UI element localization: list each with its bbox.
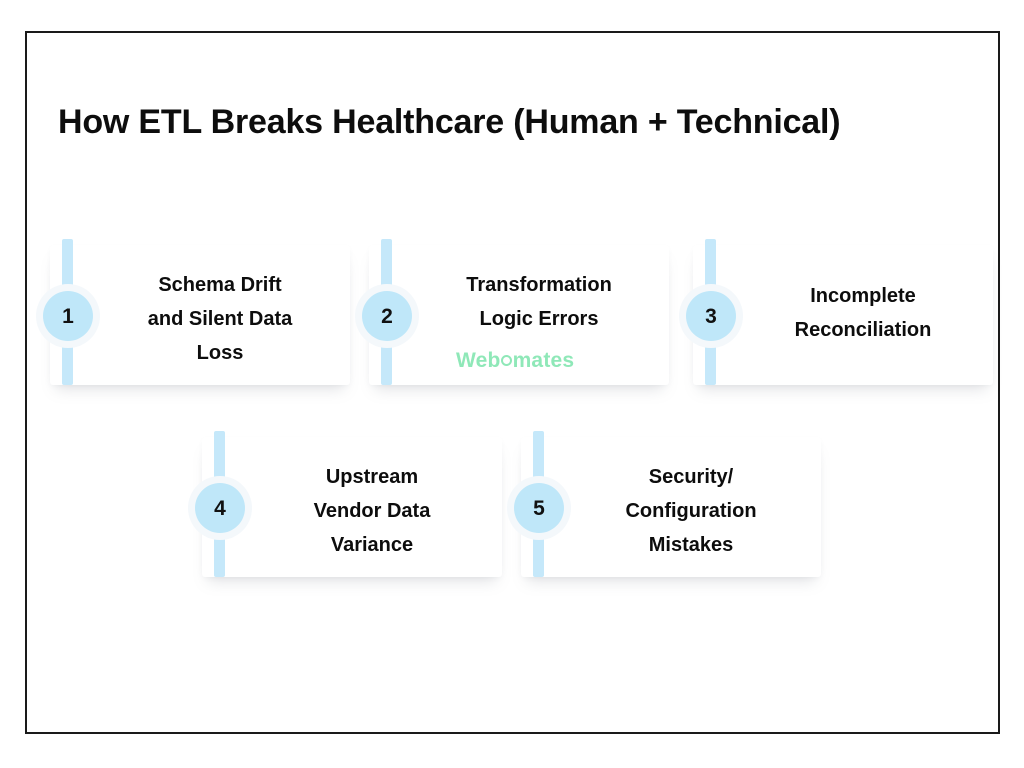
item-number-badge[interactable]: 3 [686, 291, 736, 341]
item-card-surface [369, 245, 669, 385]
webomates-watermark-logo: Web mates [456, 349, 574, 373]
item-label-line: Upstream [325, 466, 419, 488]
item-label: Transformation Logic Errors [414, 268, 664, 336]
item-label-line: Mistakes [648, 534, 734, 556]
list-item[interactable]: 2 Transformation Logic Errors [355, 239, 669, 391]
item-label-line: Schema Drift [158, 274, 282, 296]
list-item[interactable]: 1 Schema Drift and Silent Data Loss [36, 239, 350, 391]
list-item[interactable]: 4 Upstream Vendor Data Variance [188, 431, 502, 583]
item-number-badge[interactable]: 2 [362, 291, 412, 341]
watermark-text-part2: mates [512, 349, 575, 372]
item-label: Security/ Configuration Mistakes [566, 460, 816, 562]
list-item[interactable]: 3 Incomplete Reconciliation [679, 239, 993, 391]
item-card-surface [202, 437, 502, 577]
item-card-surface [693, 245, 993, 385]
item-label-line: and Silent Data [147, 308, 293, 330]
item-label-line: Configuration [625, 500, 757, 522]
item-card-surface [50, 245, 350, 385]
item-label: Upstream Vendor Data Variance [247, 460, 497, 562]
item-label-line: Vendor Data [313, 500, 431, 522]
item-label: Schema Drift and Silent Data Loss [95, 268, 345, 370]
item-label-line: Transformation [466, 274, 612, 296]
item-label-line: Variance [330, 534, 414, 556]
item-label-line: Logic Errors [479, 308, 599, 330]
item-number-badge[interactable]: 1 [43, 291, 93, 341]
item-label-line: Incomplete [810, 285, 916, 307]
item-label-line: Loss [196, 342, 244, 364]
page-title: How ETL Breaks Healthcare (Human + Techn… [58, 103, 841, 141]
list-item[interactable]: 5 Security/ Configuration Mistakes [507, 431, 821, 583]
item-card-surface [521, 437, 821, 577]
item-label-line: Reconciliation [794, 319, 932, 341]
ring-o-icon [501, 355, 513, 366]
item-label: Incomplete Reconciliation [738, 279, 988, 347]
item-number-badge[interactable]: 5 [514, 483, 564, 533]
item-label-line: Security/ [648, 466, 734, 488]
item-number-badge[interactable]: 4 [195, 483, 245, 533]
watermark-text-part1: Web [456, 349, 501, 372]
